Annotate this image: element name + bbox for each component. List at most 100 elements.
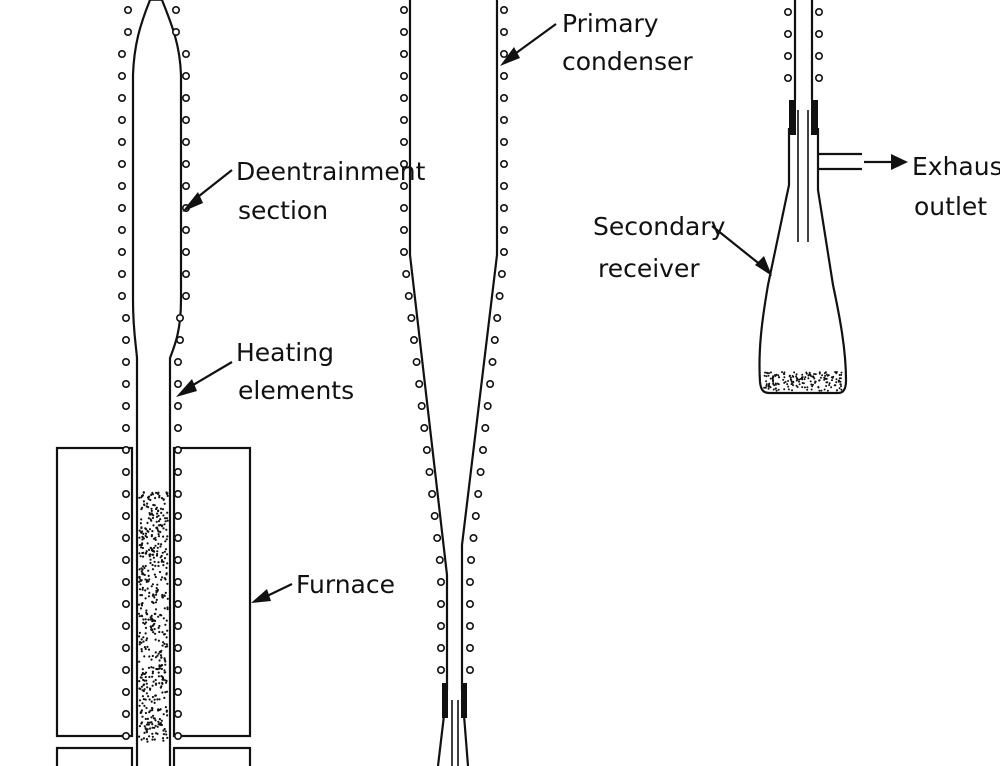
sample-particle <box>147 618 150 621</box>
sample-particle <box>150 700 153 703</box>
secondary-receiver <box>758 0 862 395</box>
condenser-coil <box>399 226 408 235</box>
sample-particle <box>142 683 146 686</box>
heating-coil <box>174 709 183 718</box>
heating-coil <box>118 49 127 58</box>
collected-particle <box>814 380 817 383</box>
sample-particle <box>152 619 155 622</box>
sample-particle <box>162 617 165 620</box>
sample-particle <box>159 556 162 559</box>
sample-particle <box>164 548 168 551</box>
sample-particle <box>146 721 150 724</box>
heating-coil <box>174 357 183 366</box>
heating-coil <box>172 27 181 36</box>
sample-particle <box>143 646 146 649</box>
collected-particle <box>817 385 820 388</box>
sample-particle <box>155 554 159 557</box>
collected-particle <box>826 389 829 392</box>
sample-particle <box>149 498 152 502</box>
sample-particle <box>152 680 155 683</box>
sample-particle <box>142 698 145 701</box>
condenser-coil <box>495 291 504 300</box>
sample-particle <box>144 675 147 679</box>
sample-particle <box>145 723 149 726</box>
collected-particle <box>821 374 824 377</box>
sample-particle <box>145 731 148 734</box>
heating-coil <box>122 731 131 740</box>
sample-particle <box>158 718 161 721</box>
sample-particle <box>141 555 145 558</box>
collected-particle <box>819 376 822 379</box>
heating-coil <box>172 6 181 15</box>
sample-particle <box>157 652 160 655</box>
sample-particle <box>159 518 162 521</box>
condenser-coil <box>467 555 476 564</box>
condenser-coil <box>481 423 490 432</box>
collected-particle <box>839 383 842 386</box>
receiver-coil <box>814 74 823 83</box>
sample-particle <box>151 530 154 533</box>
arrow-deentrainment <box>182 169 233 212</box>
sample-particle <box>141 546 144 550</box>
condenser-coil <box>499 226 508 235</box>
sample-particle <box>139 607 143 610</box>
sample-particle <box>161 508 165 511</box>
sample-particle <box>166 535 169 538</box>
collected-particle <box>838 387 841 390</box>
sample-particle <box>159 654 163 657</box>
sample-particle <box>141 538 144 541</box>
sample-particle <box>154 601 158 604</box>
heating-coil <box>182 160 191 169</box>
collected-particle <box>810 388 813 391</box>
sample-particle <box>162 641 165 644</box>
sample-particle <box>161 593 164 597</box>
heating-coil <box>118 248 127 257</box>
sample-particle <box>157 533 160 536</box>
sample-particle <box>138 631 141 635</box>
sample-particle <box>143 725 146 728</box>
receiver-tube-coils <box>783 8 823 83</box>
sample-particle <box>158 496 161 499</box>
collected-particle <box>768 372 771 375</box>
sample-particle <box>151 568 155 571</box>
collected-particle <box>820 389 823 392</box>
sample-particle <box>138 552 141 555</box>
sample-particle <box>153 628 156 631</box>
sample-particle <box>162 729 165 732</box>
sample-particle <box>147 517 150 520</box>
sample-particle <box>152 631 155 634</box>
furnace-block-right <box>172 446 252 738</box>
collected-particle <box>818 379 821 382</box>
collected-particle <box>801 376 803 379</box>
collected-particle <box>799 377 802 380</box>
deentrainment-tube <box>131 0 183 766</box>
sample-particle <box>161 631 164 634</box>
sample-particle <box>153 573 156 576</box>
sample-particle <box>144 626 148 630</box>
condenser-coil <box>436 665 445 674</box>
label-primary-line1: Primary <box>562 9 659 38</box>
sample-particle <box>165 538 168 541</box>
sample-particle <box>140 579 143 582</box>
collected-particle <box>826 381 829 384</box>
heating-coil <box>182 269 191 278</box>
sample-particle <box>145 706 148 710</box>
heating-coil <box>122 621 131 630</box>
sample-particle <box>142 621 145 624</box>
condenser-coils <box>399 6 508 674</box>
sample-particle <box>156 725 159 728</box>
sample-particle <box>140 544 143 547</box>
collected-particle <box>776 382 779 385</box>
collected-particle <box>798 378 801 381</box>
collected-particle <box>838 374 841 376</box>
collected-particle <box>783 381 786 384</box>
sample-particle <box>166 582 169 585</box>
sample-particle <box>140 518 143 521</box>
heating-coil <box>174 489 183 498</box>
collected-particle <box>777 388 780 391</box>
sample-particle <box>163 607 166 610</box>
condenser-coil <box>404 291 413 300</box>
sample-particle <box>139 555 142 558</box>
sample-particle <box>161 737 165 740</box>
condenser-coil <box>436 643 445 652</box>
